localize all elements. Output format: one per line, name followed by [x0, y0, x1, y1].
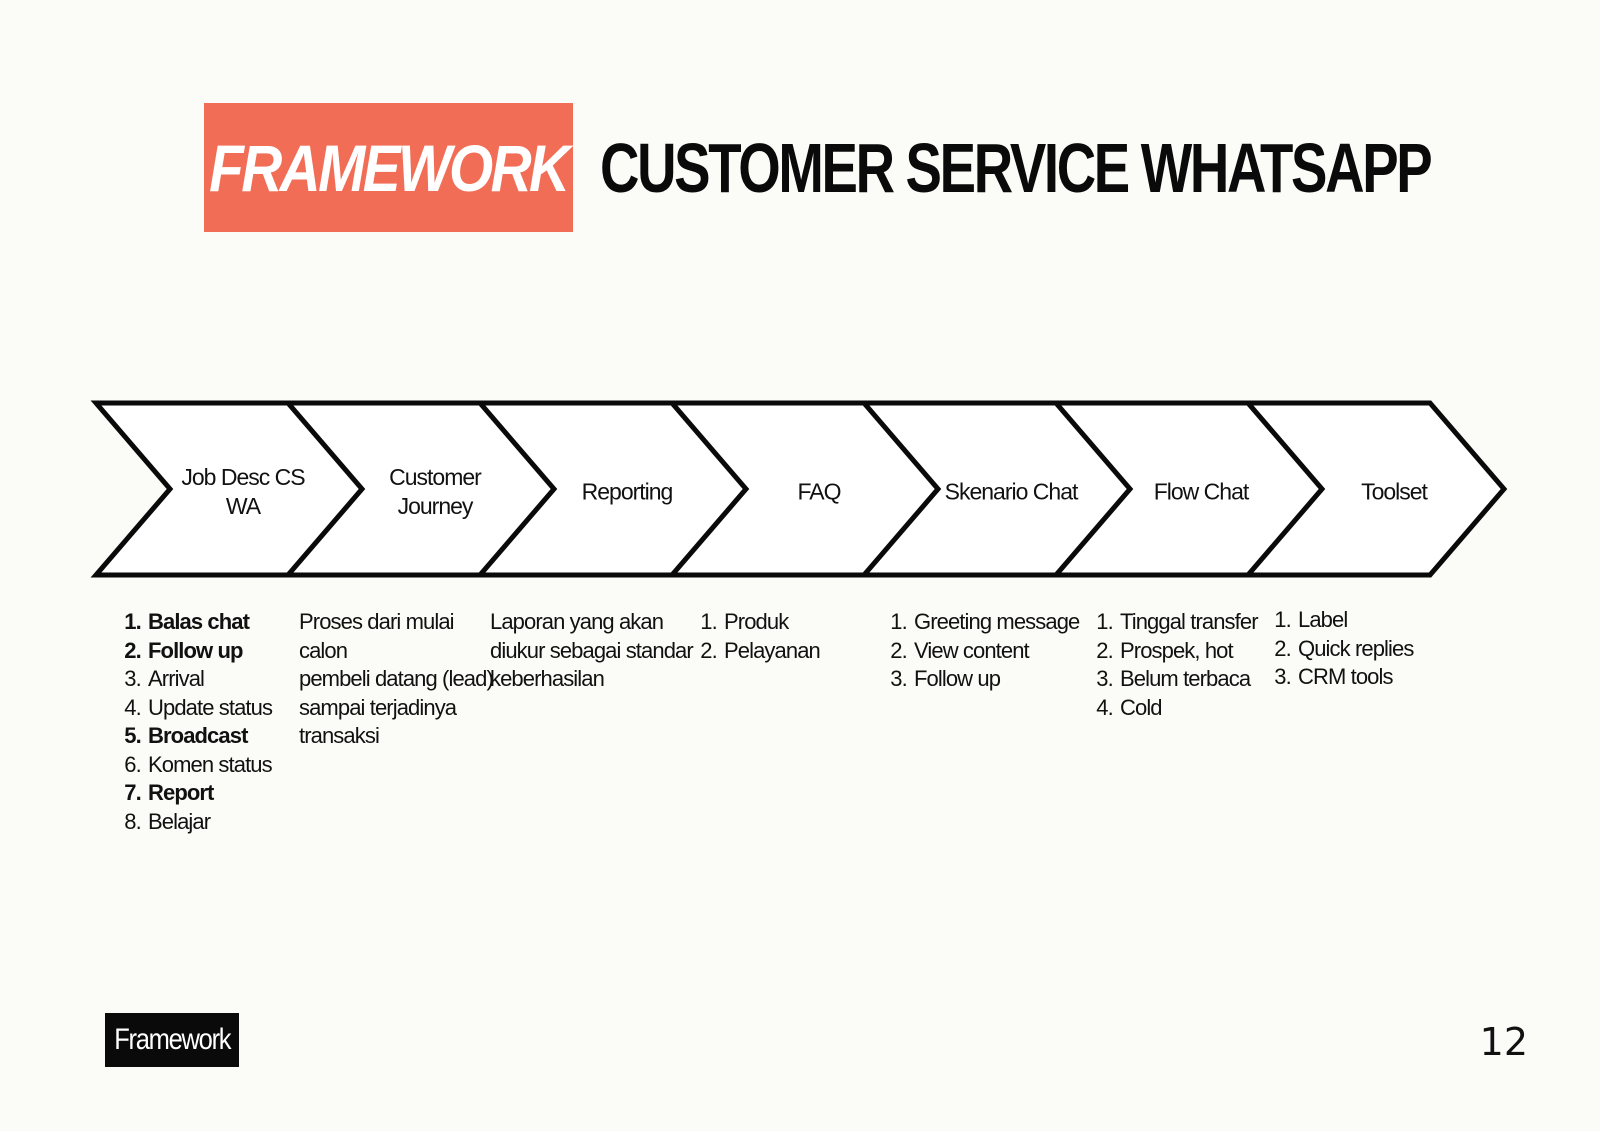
- list-item: Report: [146, 779, 272, 808]
- list-item: Prospek, hot: [1118, 637, 1258, 666]
- chevron-step-7: [1242, 400, 1508, 578]
- job-desc-list: Balas chat Follow up Arrival Update stat…: [124, 608, 273, 837]
- flow-chat-list: Tinggal transfer Prospek, hot Belum terb…: [1096, 608, 1259, 723]
- framework-logo: Framework: [105, 1013, 239, 1067]
- text-line: transaksi: [299, 723, 380, 748]
- badge-text: FRAMEWORK: [209, 130, 570, 205]
- list-item: View content: [912, 637, 1079, 666]
- text-line: Proses dari mulai: [299, 609, 455, 634]
- text-line: diukur sebagai standar: [490, 637, 694, 663]
- list-item: Produk: [722, 608, 820, 637]
- list-item: Balas chat: [146, 608, 272, 637]
- list-item: Belajar: [146, 808, 272, 837]
- text-line: pembeli datang (lead): [299, 666, 494, 691]
- list-item: Belum terbaca: [1118, 665, 1258, 694]
- toolset-list: Label Quick replies CRM tools: [1274, 606, 1414, 692]
- list-item: Follow up: [146, 637, 272, 666]
- step-label-toolset: Toolset: [1361, 478, 1428, 505]
- list-item: Follow up: [912, 665, 1079, 694]
- step-label-customer-journey: Customer Journey: [389, 464, 482, 519]
- page-number: 12: [1479, 1020, 1528, 1064]
- list-item: Quick replies: [1296, 635, 1414, 664]
- text-line: sampai terjadinya: [299, 694, 457, 720]
- step-label-faq: FAQ: [797, 478, 841, 505]
- skenario-chat-list: Greeting message View content Follow up: [890, 608, 1080, 694]
- list-item: Label: [1296, 606, 1413, 635]
- list-item: Update status: [146, 694, 273, 723]
- text-line: Laporan yang akan: [490, 609, 664, 634]
- step-label-skenario-chat: Skenario Chat: [944, 478, 1079, 505]
- faq-list: Produk Pelayanan: [700, 608, 821, 666]
- list-item: Pelayanan: [722, 637, 821, 666]
- page-title: CUSTOMER SERVICE WHATSAPP: [600, 129, 1433, 207]
- list-item: Cold: [1118, 694, 1258, 723]
- list-item: CRM tools: [1296, 663, 1413, 692]
- text-line: keberhasilan: [490, 666, 605, 691]
- step-label-reporting: Reporting: [581, 478, 674, 505]
- list-item: Greeting message: [912, 608, 1080, 637]
- framework-title-badge: FRAMEWORK: [204, 103, 573, 232]
- step-label-flow-chat: Flow Chat: [1153, 478, 1250, 505]
- customer-journey-description: Proses dari mulai calon pembeli datang (…: [299, 608, 494, 751]
- reporting-description: Laporan yang akan diukur sebagai standar…: [490, 608, 694, 694]
- list-item: Tinggal transfer: [1118, 608, 1259, 637]
- list-item: Broadcast: [146, 722, 272, 751]
- step-label-job-desc: Job Desc CS WA: [181, 464, 305, 519]
- list-item: Arrival: [146, 665, 272, 694]
- text-line: calon: [299, 637, 348, 663]
- list-item: Komen status: [146, 751, 273, 780]
